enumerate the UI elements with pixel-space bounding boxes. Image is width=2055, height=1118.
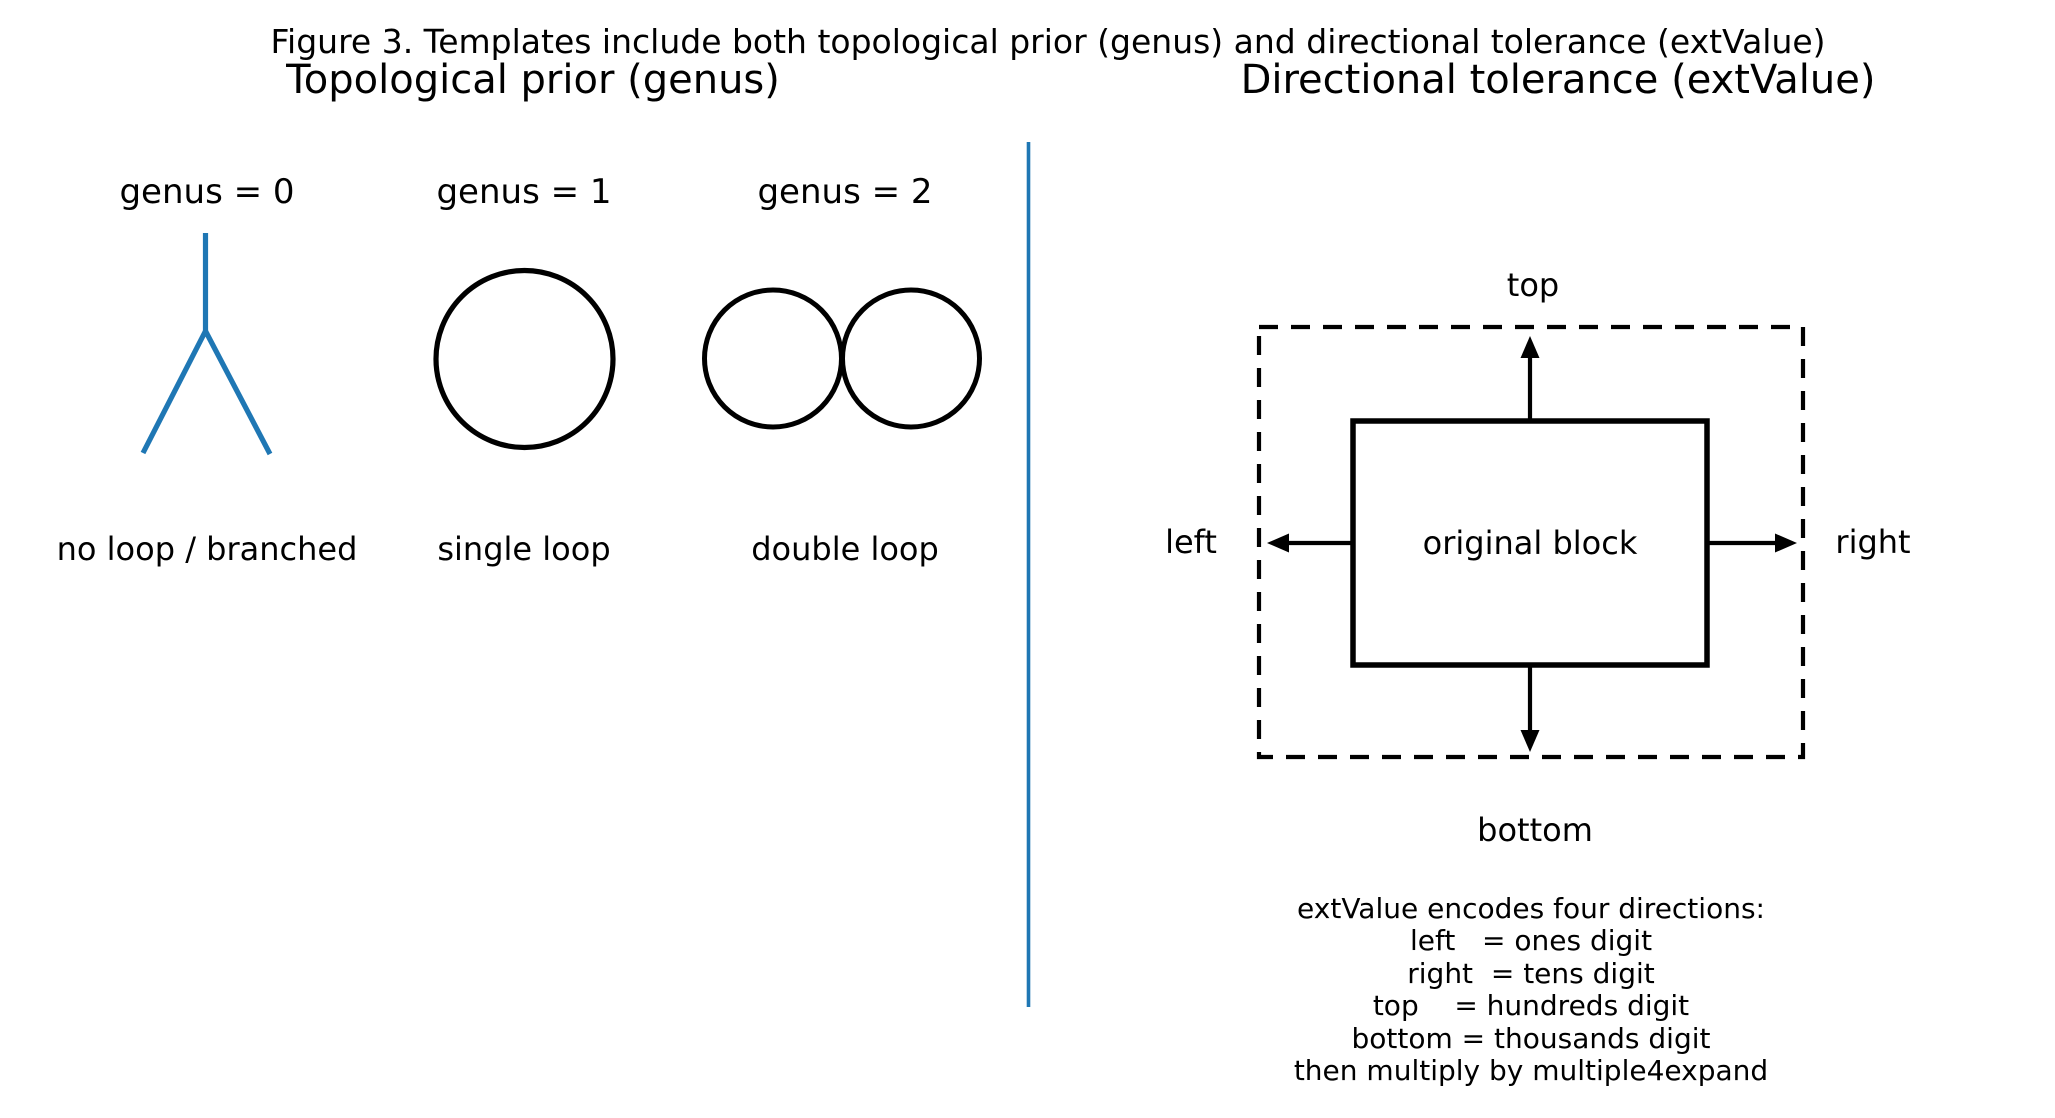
tolerance-dashed-box <box>1256 324 1806 760</box>
genus-1-caption: single loop <box>437 530 611 568</box>
genus-0-caption: no loop / branched <box>56 530 358 568</box>
figure-title: Figure 3. Templates include both topolog… <box>270 22 1826 61</box>
explanation-line: then multiply by multiple4expand <box>1293 1054 1769 1088</box>
left-panel-header: Topological prior (genus) <box>286 57 780 103</box>
explanation-line: left = ones digit <box>1409 924 1653 958</box>
arrow-left-icon <box>1267 533 1353 553</box>
original-block-label: original block <box>1422 524 1638 562</box>
explanation-line: top = hundreds digit <box>1372 989 1690 1023</box>
direction-label-bottom: bottom <box>1477 811 1593 849</box>
single-loop-circle <box>433 267 616 451</box>
explanation-line: bottom = thousands digit <box>1351 1021 1711 1055</box>
direction-label-left: left <box>1165 523 1217 561</box>
arrow-up-icon <box>1520 336 1540 421</box>
genus-2-caption: double loop <box>751 530 939 568</box>
branched-y-icon <box>140 233 273 456</box>
genus-1-label: genus = 1 <box>436 172 612 212</box>
double-loop-circles <box>702 287 982 430</box>
explanation-line: right = tens digit <box>1407 956 1655 990</box>
genus-2-label: genus = 2 <box>757 172 933 212</box>
arrow-right-icon <box>1707 533 1797 553</box>
right-panel-header: Directional tolerance (extValue) <box>1240 57 1876 103</box>
arrow-down-icon <box>1520 665 1540 752</box>
genus-0-label: genus = 0 <box>119 172 295 212</box>
direction-label-right: right <box>1835 523 1911 561</box>
extvalue-explanation: extValue encodes four directions: left =… <box>1293 892 1769 1088</box>
explanation-line: extValue encodes four directions: <box>1297 892 1765 925</box>
direction-label-top: top <box>1506 266 1560 304</box>
